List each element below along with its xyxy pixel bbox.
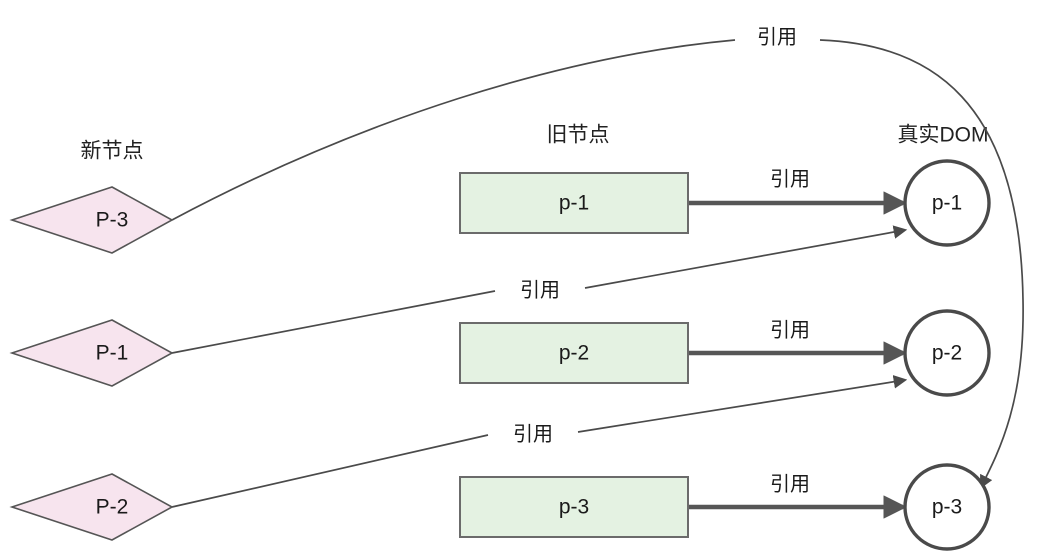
new-node-p2[interactable]: P-2 — [9, 473, 174, 541]
diamond-shape — [9, 473, 174, 541]
edge-label-old-p1-to-dom-p1: 引用 — [770, 167, 810, 190]
new-node-label: P-1 — [96, 342, 129, 365]
edge-label-new-p2-to-dom-p2: 引用 — [513, 422, 553, 445]
new-node-p3[interactable]: P-3 — [9, 186, 174, 254]
new-node-label: P-3 — [96, 209, 129, 232]
rect-shape — [459, 476, 689, 538]
circle-shape — [903, 159, 991, 247]
circle-shape — [903, 463, 991, 551]
edge-label-new-p3-to-dom-p3: 引用 — [757, 25, 797, 48]
edge-label-old-p3-to-dom-p3: 引用 — [770, 472, 810, 495]
edge-new-p3-to-dom-p3-segment-left — [171, 39, 736, 221]
edge-new-p3-to-dom-p3-segment-right — [819, 39, 1024, 490]
dom-node-p1[interactable]: p-1 — [903, 159, 991, 247]
group-title-real-dom: 真实DOM — [898, 124, 989, 147]
edge-new-p2-to-dom-p2-segment-right — [577, 375, 908, 433]
diamond-shape — [9, 319, 174, 387]
diamond-shape — [9, 186, 174, 254]
edge-label-old-p2-to-dom-p2: 引用 — [770, 318, 810, 341]
edge-label-new-p1-to-dom-p1: 引用 — [520, 278, 560, 301]
edge-new-p1-to-dom-p1-segment-left — [171, 290, 496, 354]
edge-new-p2-to-dom-p2-segment-left — [171, 434, 489, 508]
old-node-label: p-3 — [559, 496, 589, 519]
old-node-p3[interactable]: p-3 — [459, 476, 689, 538]
old-node-label: p-2 — [559, 342, 589, 365]
circle-shape — [903, 309, 991, 397]
old-node-label: p-1 — [559, 192, 589, 215]
old-node-p2[interactable]: p-2 — [459, 322, 689, 384]
dom-node-label: p-1 — [932, 192, 962, 215]
new-node-label: P-2 — [96, 496, 129, 519]
group-title-old-nodes: 旧节点 — [547, 124, 610, 147]
rect-shape — [459, 172, 689, 234]
group-title-new-nodes: 新节点 — [81, 140, 144, 163]
dom-node-p3[interactable]: p-3 — [903, 463, 991, 551]
old-node-p1[interactable]: p-1 — [459, 172, 689, 234]
dom-node-p2[interactable]: p-2 — [903, 309, 991, 397]
edge-new-p1-to-dom-p1-segment-right — [584, 225, 908, 289]
rect-shape — [459, 322, 689, 384]
dom-node-label: p-2 — [932, 342, 962, 365]
new-node-p1[interactable]: P-1 — [9, 319, 174, 387]
dom-node-label: p-3 — [932, 496, 962, 519]
